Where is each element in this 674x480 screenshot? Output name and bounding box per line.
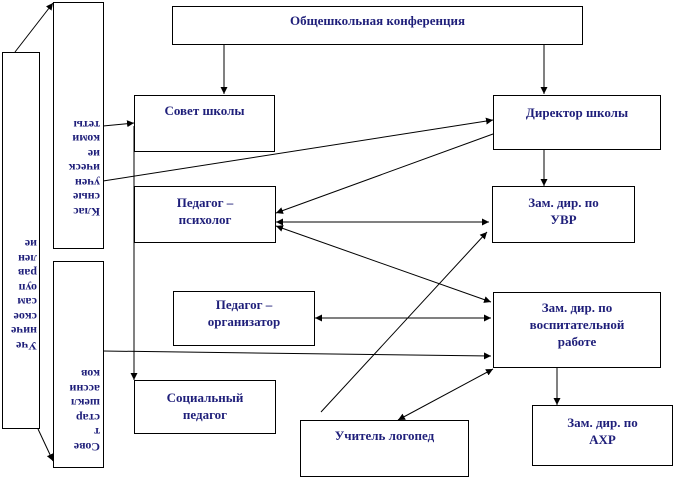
node-director: Директор школы [493, 95, 661, 150]
edge-speech-deputyedu [397, 368, 494, 421]
node-speech-therapist: Учитель логопед [300, 420, 469, 477]
node-student-self-gov: Уче ниче ское сам оуп рав лен ие [2, 52, 40, 429]
edge-speech-uvr [320, 231, 488, 413]
node-class-committees-label: Клас сные учен ическ ие коми теты [68, 118, 100, 219]
node-student-self-gov-label: Уче ниче ское сам оуп рав лен ие [11, 237, 37, 354]
node-director-label: Директор школы [525, 105, 629, 120]
node-social-teacher: Социальный педагог [134, 380, 276, 434]
node-school-council-label: Совет школы [164, 103, 245, 118]
node-speech-therapist-label: Учитель логопед [334, 428, 435, 443]
node-social-teacher-label: Социальный педагог [166, 390, 244, 422]
node-school-council: Совет школы [134, 95, 275, 152]
node-deputy-ahr: Зам. дир. по АХР [532, 405, 673, 466]
edge-director-psychologist [275, 133, 494, 214]
node-senior-council-label: Сове т стар шекл ассни ков [69, 367, 100, 455]
edge-committees-director [102, 117, 494, 182]
edge-selfgov-committees [14, 2, 54, 53]
node-deputy-edu-label: Зам. дир. по воспитательной работе [529, 300, 625, 349]
node-organizer-label: Педагог – организатор [207, 297, 281, 329]
node-psychologist: Педагог – психолог [134, 186, 276, 243]
node-deputy-uvr: Зам. дир. по УВР [492, 186, 635, 243]
node-senior-council: Сове т стар шекл ассни ков [53, 261, 104, 468]
node-deputy-edu: Зам. дир. по воспитательной работе [493, 292, 661, 368]
node-psychologist-label: Педагог – психолог [176, 195, 234, 227]
edge-selfgov-senior [37, 428, 54, 462]
node-conference: Общешкольная конференция [172, 6, 583, 45]
edge-psychologist-deputyedu [275, 225, 492, 303]
edge-committees-council [102, 120, 135, 128]
node-deputy-uvr-label: Зам. дир. по УВР [528, 195, 599, 227]
edge-senior-deputyedu [102, 350, 492, 360]
node-organizer: Педагог – организатор [173, 291, 315, 346]
node-deputy-ahr-label: Зам. дир. по АХР [567, 415, 638, 447]
node-conference-label: Общешкольная конференция [290, 13, 465, 28]
node-class-committees: Клас сные учен ическ ие коми теты [53, 2, 104, 249]
